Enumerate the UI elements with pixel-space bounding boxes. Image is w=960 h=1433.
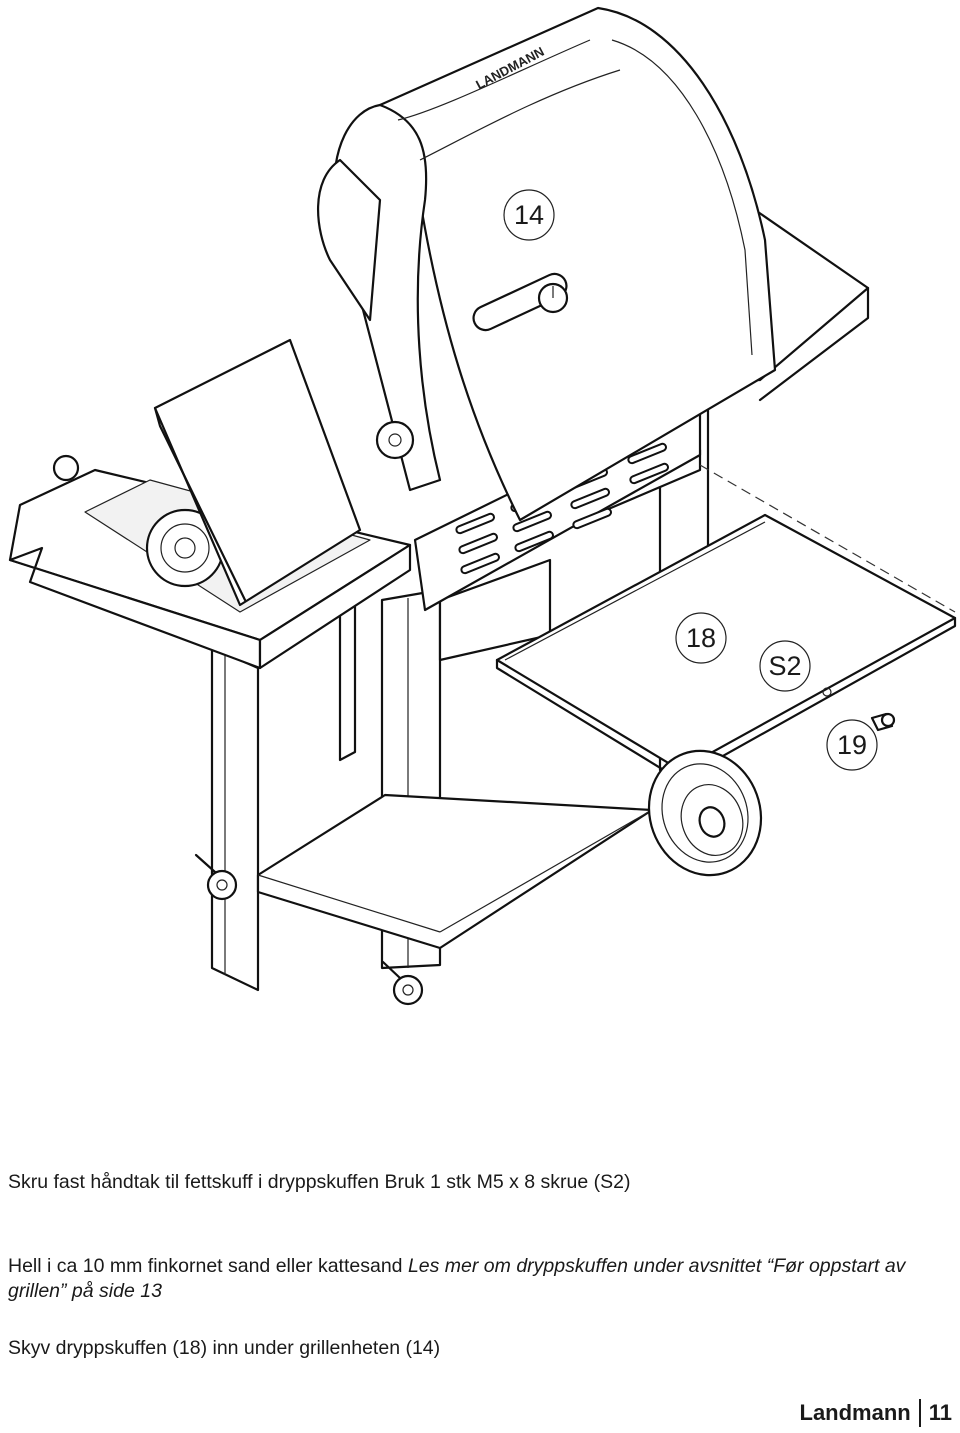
callout-s2: S2 [759,640,811,692]
svg-text:18: 18 [686,623,716,653]
footer-divider [918,1399,921,1427]
large-wheel [647,749,763,877]
callout-14: 14 [503,189,555,241]
page-footer: Landmann 11 [799,1399,952,1427]
hood-handle-grip [375,420,415,460]
caster-wheel-left [194,853,238,901]
callout-19: 19 [826,719,878,771]
assembly-diagram: LANDMANN [8,6,957,1006]
svg-text:S2: S2 [768,651,801,681]
instruction-step-3: Skyv dryppskuffen (18) inn under grillen… [8,1337,441,1359]
svg-text:19: 19 [837,730,867,760]
grill-hood: LANDMANN [316,6,777,522]
instruction-step-2: Hell i ca 10 mm finkornet sand eller kat… [8,1254,953,1304]
instruction-step-2-note: Les mer om dryppskuffen under avsnittet … [8,1255,906,1302]
handle-screw-part [870,712,896,732]
side-burner-shelf [8,338,412,670]
footer-brand: Landmann [799,1400,911,1425]
page-number: 11 [928,1400,952,1425]
thermometer [472,272,569,332]
callout-18: 18 [675,612,727,664]
instruction-step-2-main: Hell i ca 10 mm finkornet sand eller kat… [8,1255,403,1277]
caster-wheel-front [381,960,424,1006]
instruction-step-1: Skru fast håndtak til fettskuff i drypps… [8,1171,631,1193]
svg-text:14: 14 [514,200,544,230]
